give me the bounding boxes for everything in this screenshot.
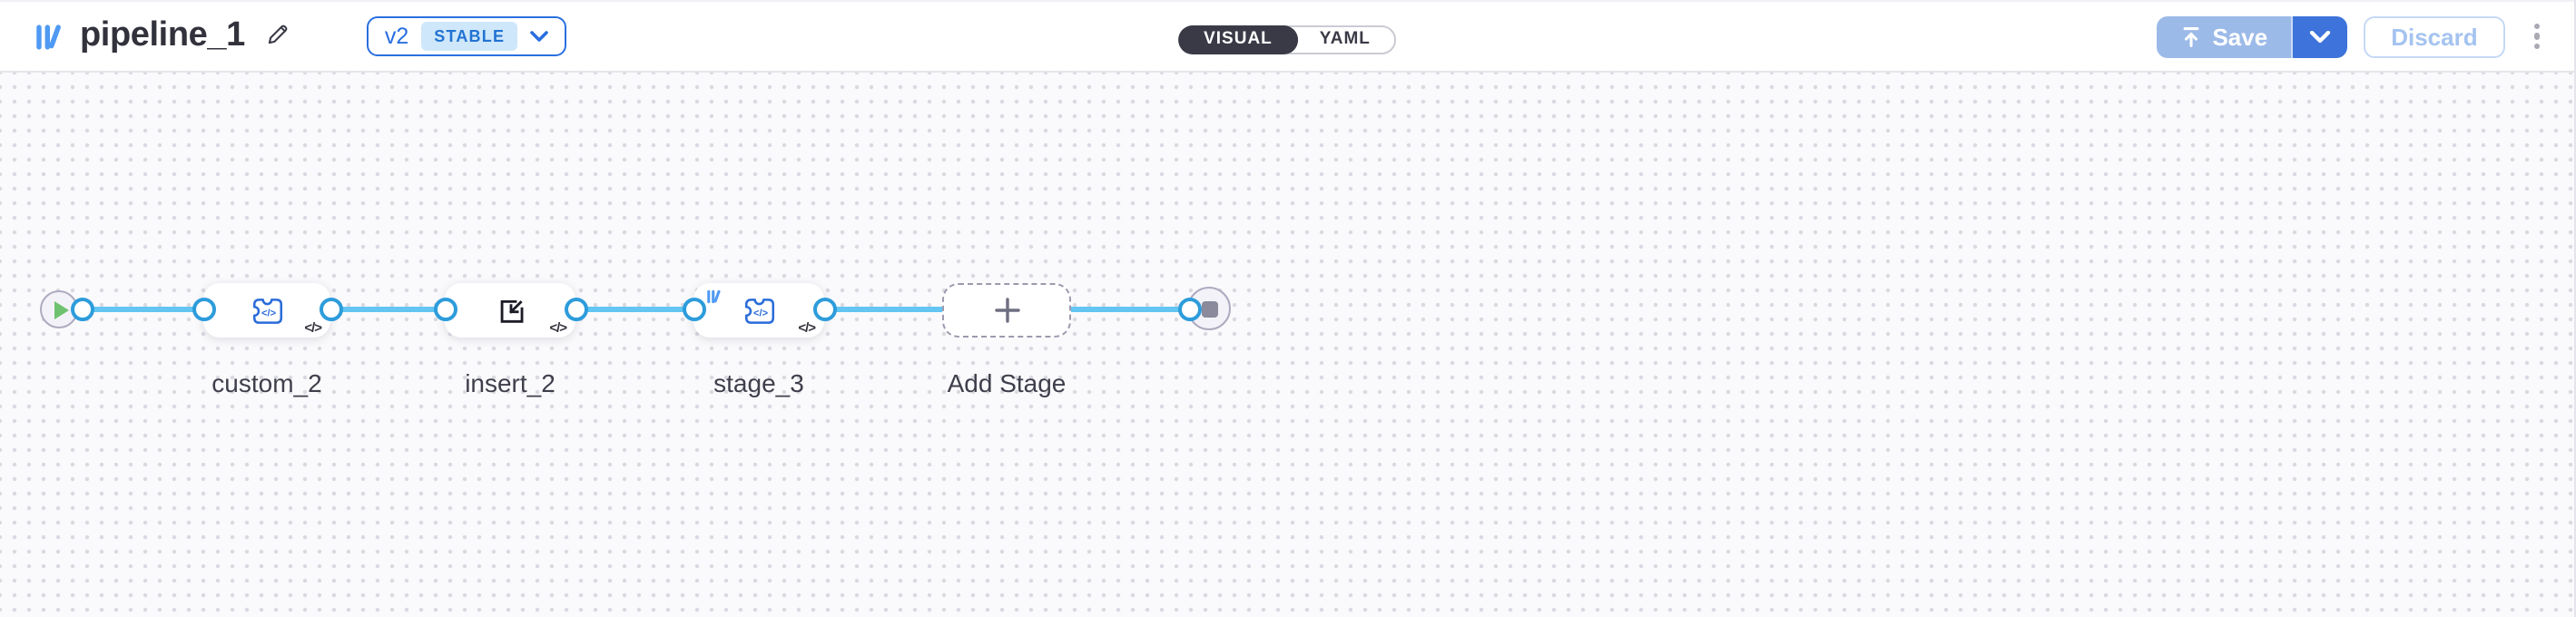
discard-button[interactable]: Discard [2364, 15, 2505, 57]
stage-node-custom_2[interactable]: </> </> [203, 283, 330, 338]
pipeline-edge[interactable] [82, 307, 1189, 312]
version-label: v2 [384, 24, 409, 49]
version-selector[interactable]: v2 STABLE [366, 16, 567, 56]
code-icon: </> [549, 319, 567, 336]
insert-icon [495, 295, 526, 326]
plugin-code-icon: </> [250, 295, 284, 326]
save-button-label: Save [2212, 23, 2268, 50]
upload-icon [2179, 24, 2201, 48]
page-title: pipeline_1 [80, 16, 245, 54]
port-start-out[interactable] [70, 298, 93, 321]
add-stage-button[interactable] [942, 283, 1071, 338]
save-button[interactable]: Save [2156, 15, 2294, 57]
code-icon: </> [798, 319, 816, 336]
port-custom_2-out[interactable] [319, 298, 342, 321]
stop-icon [1201, 300, 1217, 317]
port-stage_3-out[interactable] [812, 298, 836, 321]
view-mode-toggle: VISUAL YAML [1178, 25, 1396, 54]
pipeline-canvas[interactable]: </> </> </> [0, 73, 2574, 617]
code-icon: </> [304, 319, 322, 336]
node-label-insert_2: insert_2 [465, 368, 556, 397]
node-label-stage_3: stage_3 [713, 368, 804, 397]
header: pipeline_1 v2 STABLE [0, 0, 2574, 73]
status-badge: STABLE [421, 22, 518, 51]
kebab-menu-icon [2533, 23, 2540, 50]
node-label-add-stage: Add Stage [947, 368, 1067, 397]
stage-node-insert_2[interactable]: </> [445, 283, 575, 338]
stage-node-stage_3[interactable]: </> </> [693, 283, 824, 338]
port-stage_3-in[interactable] [682, 298, 705, 321]
svg-text:</>: </> [261, 307, 276, 318]
pipeline-logo-icon [33, 21, 64, 52]
chevron-down-icon [530, 31, 548, 42]
play-icon [54, 300, 68, 318]
tab-visual[interactable]: VISUAL [1178, 25, 1298, 54]
chevron-down-icon [2309, 30, 2331, 43]
node-label-custom_2: custom_2 [211, 368, 322, 397]
plugin-code-icon: </> [742, 295, 776, 326]
edit-title-button[interactable] [261, 17, 294, 55]
header-actions: Save Discard [2156, 15, 2549, 57]
plus-icon [994, 298, 1019, 323]
port-insert_2-in[interactable] [433, 298, 457, 321]
port-custom_2-in[interactable] [192, 298, 215, 321]
pipeline-logo-icon [704, 289, 723, 305]
port-end-in[interactable] [1177, 298, 1201, 321]
tab-yaml[interactable]: YAML [1296, 27, 1394, 53]
svg-text:</>: </> [752, 307, 768, 318]
port-insert_2-out[interactable] [564, 298, 587, 321]
save-split-button: Save [2156, 15, 2348, 57]
pencil-icon [265, 21, 290, 52]
save-options-button[interactable] [2293, 15, 2348, 57]
more-menu-button[interactable] [2525, 15, 2549, 56]
